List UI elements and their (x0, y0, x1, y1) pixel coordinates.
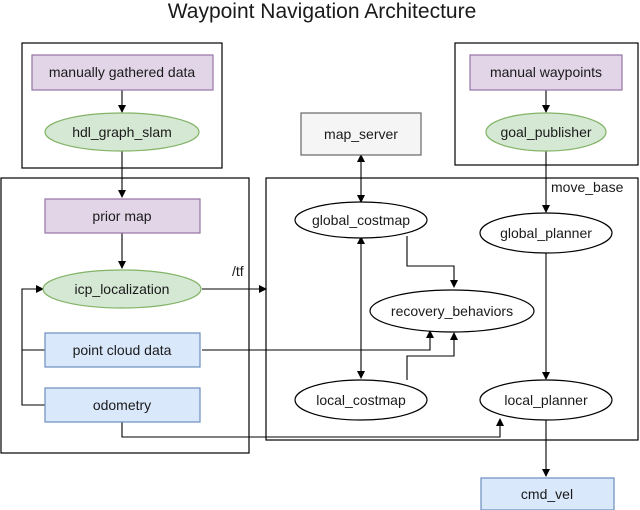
tf-label: /tf (232, 263, 244, 279)
global-costmap-node (294, 201, 428, 239)
icp-localization-node (42, 269, 202, 309)
goal-publisher-node (485, 112, 607, 152)
manual-waypoints-box (469, 54, 623, 91)
icp-localization-label: icp_localization (75, 281, 170, 297)
global-planner-node (479, 212, 613, 254)
hdl-graph-slam-label: hdl_graph_slam (72, 124, 172, 140)
manual-data-box (31, 54, 214, 91)
manual-waypoints-label: manual waypoints (490, 64, 602, 80)
cmd-vel-box (480, 477, 615, 510)
recovery-behaviors-label: recovery_behaviors (391, 303, 513, 319)
map-server-box (300, 112, 422, 156)
move-base-group-box (265, 177, 639, 441)
edge-odometry-feedback (21, 285, 45, 406)
global-costmap-label: global_costmap (312, 212, 410, 228)
odometry-label: odometry (93, 397, 151, 413)
point-cloud-box (44, 332, 201, 368)
odometry-box (44, 387, 201, 423)
edge-global-costmap-to-recovery (406, 236, 458, 288)
local-planner-label: local_planner (504, 392, 588, 408)
prior-map-label: prior map (92, 208, 151, 224)
local-costmap-node (294, 379, 428, 421)
global-planner-label: global_planner (500, 225, 592, 241)
edge-local-costmap-to-recovery (406, 332, 458, 380)
local-planner-node (479, 379, 613, 421)
edge-point-cloud-to-recovery (202, 330, 434, 351)
manual-data-label: manually gathered data (49, 64, 196, 80)
prior-map-box (44, 198, 201, 234)
goal-publisher-label: goal_publisher (500, 124, 591, 140)
diagram-title: Waypoint Navigation Architecture (168, 0, 477, 23)
map-server-label: map_server (324, 126, 398, 142)
edge-odometry-to-local-planner (121, 418, 504, 438)
local-costmap-label: local_costmap (316, 392, 406, 408)
point-cloud-label: point cloud data (73, 342, 172, 358)
hdl-graph-slam-node (44, 112, 200, 152)
localization-group-box (0, 177, 250, 454)
recovery-behaviors-node (369, 289, 535, 333)
move-base-label: move_base (551, 179, 624, 195)
cmd-vel-label: cmd_vel (521, 486, 573, 502)
